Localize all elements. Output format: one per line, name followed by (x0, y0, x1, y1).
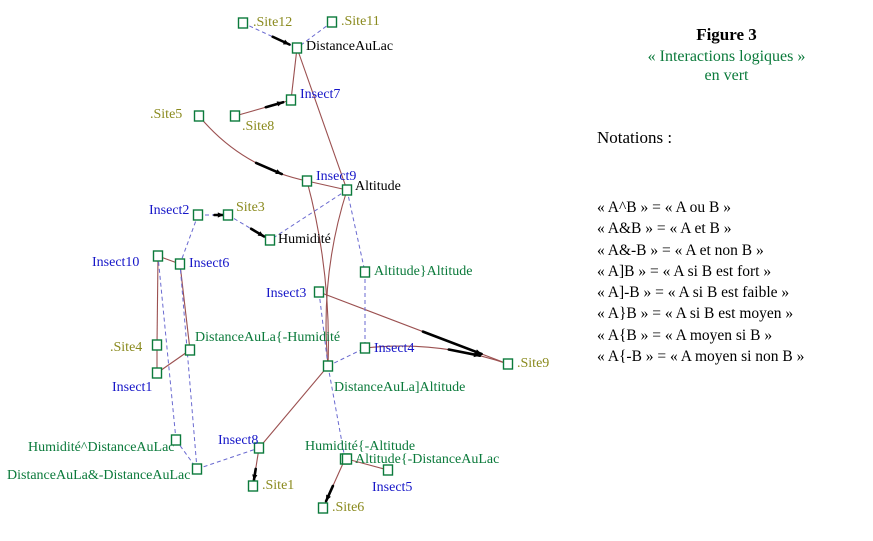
edge-arrowhead (276, 101, 284, 107)
edge-arrowhead (282, 39, 290, 45)
notation-line: « A]-B » = « A si B est faible » (597, 284, 790, 302)
graph-node[interactable] (151, 339, 163, 351)
notation-line: « A^B » = « A ou B » (597, 199, 732, 216)
graph-node[interactable] (291, 42, 303, 54)
edge-arrowhead (217, 212, 224, 218)
graph-edge (227, 214, 271, 241)
graph-node[interactable] (151, 367, 163, 379)
graph-node[interactable] (317, 502, 329, 514)
graph-node[interactable] (326, 16, 338, 28)
edge-arrowhead (326, 494, 331, 502)
graph-edge (290, 47, 298, 101)
graph-edge (296, 47, 348, 191)
edge-arrowhead (275, 169, 282, 175)
graph-node[interactable] (191, 463, 203, 475)
graph-edge (179, 214, 199, 265)
graph-node[interactable] (301, 175, 313, 187)
graph-edge (198, 115, 308, 182)
graph-edge (364, 345, 509, 365)
legend-panel: Figure 3 « Interactions logiques » en ve… (580, 0, 873, 541)
graph-edge (258, 365, 329, 449)
graph-node[interactable] (502, 358, 514, 370)
graph-edge (318, 291, 329, 367)
notation-line: « A{-B » = « A moyen si non B » (597, 348, 805, 366)
graph-node[interactable] (253, 442, 265, 454)
graph-node[interactable] (313, 286, 325, 298)
graph-edge (327, 347, 366, 367)
notations-list: « A^B » = « A ou B » « A&B » = « A et B »… (597, 197, 804, 367)
graph-edge (306, 180, 329, 367)
graph-node[interactable] (229, 110, 241, 122)
figure-title: Figure 3 (696, 25, 757, 44)
graph-edge (296, 21, 333, 49)
graph-node[interactable] (322, 360, 334, 372)
graph-node[interactable] (193, 110, 205, 122)
notation-line: « A]B » = « A si B est fort » (597, 262, 772, 280)
notation-line: « A}B » = « A si B est moyen » (597, 305, 794, 323)
graph-edge (157, 255, 177, 441)
graph-node[interactable] (382, 464, 394, 476)
graph-node[interactable] (285, 94, 297, 106)
graph-node[interactable] (359, 342, 371, 354)
graph-node[interactable] (264, 234, 276, 246)
graph-node[interactable] (152, 250, 164, 262)
graph-node[interactable] (174, 258, 186, 270)
notation-line: « A{B » = « A moyen si B » (597, 326, 773, 344)
graph-node[interactable] (237, 17, 249, 29)
graph-edge (196, 447, 260, 470)
notation-line: « A&-B » = « A et non B » (597, 241, 764, 259)
graph-edge (327, 365, 346, 460)
edge-arrowhead (473, 351, 480, 358)
figure-subtitle: « Interactions logiques » en vert (580, 47, 873, 85)
edge-arrowhead (257, 231, 265, 237)
notation-line: « A&B » = « A et B » (597, 220, 732, 238)
graph-node[interactable] (247, 480, 259, 492)
graph-edge (325, 189, 348, 367)
graph-node[interactable] (184, 344, 196, 356)
graph-node[interactable] (341, 453, 353, 465)
figure-subtitle-line2: en vert (704, 67, 749, 84)
edge-arrowhead (252, 474, 258, 481)
notations-heading: Notations : (597, 128, 673, 147)
graph-edge (346, 458, 389, 471)
graph-edge (269, 189, 348, 241)
graph-node[interactable] (359, 266, 371, 278)
edge-arrow (421, 330, 483, 356)
graph-edge (156, 255, 159, 346)
figure-subtitle-line1: « Interactions logiques » (647, 48, 806, 65)
graph-node[interactable] (192, 209, 204, 221)
graph-edge (346, 189, 366, 273)
graph-node[interactable] (170, 434, 182, 446)
graph-edge (179, 263, 198, 470)
graph-node[interactable] (222, 209, 234, 221)
graph-edge (156, 349, 191, 374)
edge-arrowhead (475, 349, 482, 355)
graph-node[interactable] (341, 184, 353, 196)
graph-edge (306, 180, 348, 191)
